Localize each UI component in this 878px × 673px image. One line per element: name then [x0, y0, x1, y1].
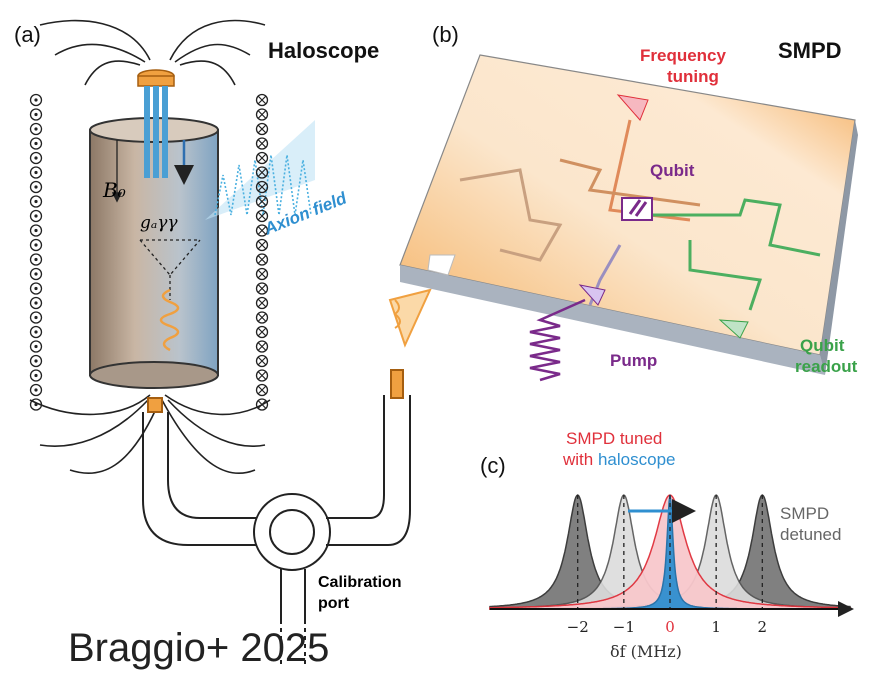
coil-dot-symbol: [29, 354, 43, 368]
coil-dot-symbol: [29, 137, 43, 150]
coil-cross-symbol: [255, 151, 269, 165]
interaction-diagram: [111, 140, 201, 300]
coil-cross-symbol: [255, 369, 269, 382]
coil-dot-symbol: [29, 166, 43, 179]
coil-cross-symbol: [255, 267, 269, 281]
calibration-label: Calibration: [318, 574, 402, 591]
coil-dot-symbol: [29, 93, 43, 107]
coil-cross-symbol: [255, 282, 269, 295]
coil-cross-symbol: [255, 122, 269, 136]
coil-dot-symbol: [29, 108, 43, 121]
panel-b: [399, 54, 858, 382]
field-lines: [29, 19, 271, 474]
tuned-label-2: with haloscope: [563, 451, 675, 468]
coil-dot-symbol: [29, 311, 43, 324]
coil-cross-symbol: [255, 209, 269, 223]
coil-cross-symbol: [255, 354, 269, 368]
pad-input: [427, 254, 456, 276]
coil-cross-symbol: [255, 238, 269, 252]
tuned-with: with: [563, 450, 598, 469]
x-tick-label: 0: [665, 618, 675, 636]
waveguide-pipes: [142, 369, 411, 665]
panel-b-title: SMPD: [778, 38, 842, 63]
coupling-label: gₐγγ: [140, 213, 178, 233]
coil-cross-symbol: [255, 166, 269, 179]
coil-dot-symbol: [29, 325, 43, 339]
coil-dot-symbol: [29, 122, 43, 136]
photon-wave: [159, 288, 180, 352]
panel-c-chart: −2 −1 0 1 2: [489, 494, 854, 636]
pump-coil: [529, 298, 586, 382]
coil-dot-symbol: [29, 282, 43, 295]
coil-cross-symbol: [255, 325, 269, 339]
coil-cross-symbol: [255, 340, 269, 353]
coil-dot-symbol: [29, 340, 43, 353]
coil-dot-symbol: [29, 253, 43, 266]
readout-label-2: readout: [795, 357, 858, 376]
coil-dot-symbol: [29, 224, 43, 237]
panel-a-title: Haloscope: [268, 38, 380, 63]
readout-label-1: Qubit: [800, 336, 845, 355]
coil-cross-symbol: [255, 180, 269, 194]
coil-dot-symbol: [29, 180, 43, 194]
coil-cross-symbol: [255, 311, 269, 324]
x-tick-label: 2: [758, 618, 768, 636]
coil-dot-symbol: [29, 151, 43, 165]
tuned-haloscope: haloscope: [597, 450, 676, 469]
detuned-label-1: SMPD: [780, 504, 830, 523]
panel-b-id: (b): [432, 22, 459, 47]
x-tick-label: −1: [613, 618, 635, 636]
coil-cross-symbol: [255, 137, 269, 150]
freq-tuning-label-1: Frequency: [640, 46, 726, 65]
panel-c-id: (c): [480, 453, 506, 478]
coil-dot-symbol: [29, 398, 43, 411]
qubit-label: Qubit: [650, 161, 695, 180]
x-axis-label: δf (MHz): [610, 642, 682, 661]
pad-pump: [578, 284, 606, 306]
coil-cross-symbol: [255, 93, 269, 107]
b-field-label: B₀: [103, 178, 126, 202]
coil-dot-symbol: [29, 296, 43, 310]
coil-cross-symbol: [255, 195, 269, 208]
x-tick-label: 1: [711, 618, 721, 636]
citation: Braggio+ 2025: [68, 626, 330, 670]
pad-freq: [616, 94, 649, 121]
port-label: port: [318, 595, 350, 612]
coil-dot-symbol: [29, 209, 43, 223]
coil-dot-symbol: [29, 195, 43, 208]
tuned-label-1: SMPD tuned: [566, 429, 663, 448]
panel-a: [29, 19, 432, 665]
coil-cross-symbol: [255, 383, 269, 397]
freq-tuning-label-2: tuning: [667, 67, 719, 86]
detuned-label-2: detuned: [780, 525, 842, 544]
coil-dot-symbol: [29, 238, 43, 252]
tuning-rods: [137, 69, 194, 185]
coil-cross-symbol: [255, 296, 269, 310]
panel-a-id: (a): [14, 22, 41, 47]
coil-dot-symbol: [29, 383, 43, 397]
x-tick-label: −2: [567, 618, 589, 636]
output-horn: [388, 288, 432, 348]
coil-dot-symbol: [29, 267, 43, 281]
coil-dot-symbol: [29, 369, 43, 382]
coil-cross-symbol: [255, 398, 269, 411]
pad-readout: [718, 319, 749, 339]
coil-cross-symbol: [255, 108, 269, 121]
coil-cross-symbol: [255, 253, 269, 266]
pump-label: Pump: [610, 351, 658, 370]
coil-cross-symbol: [255, 224, 269, 237]
resonator-lines: [459, 119, 821, 311]
